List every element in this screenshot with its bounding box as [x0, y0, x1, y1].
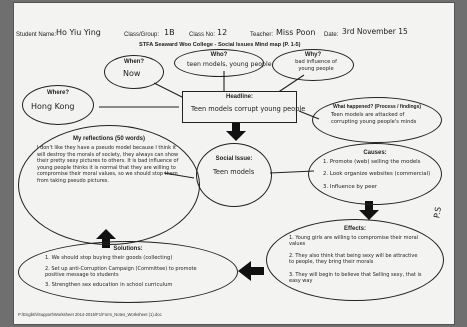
- causes-item-2: 2. Look organize websites (commercial): [323, 171, 431, 177]
- solutions-label: Solutions:: [113, 246, 143, 252]
- reflections-answer: I don't like they have a pseudo model be…: [37, 145, 179, 184]
- solutions-item-3: 3. Strengthen sex education in school cu…: [45, 282, 173, 288]
- worksheet-title: STFA Seaward Woo College - Social Issues…: [139, 42, 301, 48]
- solutions-item-1: 1. We should stop buying their goods (co…: [45, 255, 173, 261]
- headline-answer: Teen models corrupt young people: [191, 105, 306, 113]
- headline-label: Headline:: [225, 94, 253, 100]
- why-bubble: Why? bad influence of young people: [272, 49, 354, 81]
- reflections-label: My reflections (50 words): [72, 136, 146, 142]
- teacher-label: Teacher:: [250, 32, 274, 38]
- social-issue-label: Social Issue:: [215, 156, 253, 162]
- causes-label: Causes:: [363, 150, 387, 156]
- solutions-item-2: 2. Set up anti-Corruption Campaign (Comm…: [45, 266, 197, 278]
- why-label: Why?: [304, 52, 322, 58]
- social-issue-bubble: Social Issue: Teen models: [196, 143, 272, 207]
- causes-item-3: 3. Influence by peer: [323, 184, 377, 190]
- class-no-label: Class No:: [189, 32, 216, 38]
- worksheet-page: Student Name: Ho Yiu Ying Class/Group: 1…: [14, 3, 454, 324]
- where-bubble: Where? Hong Kong: [22, 85, 94, 125]
- effects-item-2: 2. They also think that being sexy will …: [289, 253, 418, 265]
- date-value: 3rd November 15: [342, 27, 408, 36]
- who-bubble: Who? teen models, young people: [174, 49, 272, 77]
- headline-box: Headline: Teen models corrupt young peop…: [182, 91, 305, 123]
- date-label: Date:: [324, 32, 339, 38]
- when-label: When?: [124, 59, 144, 65]
- what-happened-label: What happened? (Process / findings): [332, 104, 422, 110]
- causes-item-1: 1. Promote (web) selling the models: [323, 159, 421, 165]
- effects-item-1: 1. Young girls are willing to compromise…: [289, 235, 419, 247]
- footer-path: P:\English\Support\Worksheet 2014-2015\F…: [18, 312, 162, 317]
- margin-note: P.S: [432, 206, 444, 219]
- who-answer: teen models, young people: [187, 61, 272, 68]
- where-answer: Hong Kong: [31, 102, 75, 111]
- student-name: Ho Yiu Ying: [56, 28, 101, 37]
- student-name-label: Student Name:: [16, 32, 57, 38]
- solutions-bubble: Solutions: 1. We should stop buying thei…: [18, 241, 238, 303]
- class-value: 1B: [164, 28, 175, 37]
- where-label: Where?: [46, 90, 69, 96]
- when-bubble: When? Now: [104, 55, 164, 89]
- social-issue-answer: Teen models: [213, 168, 255, 176]
- what-happened-answer: Teen models are attacked of corrupting y…: [331, 112, 417, 126]
- why-answer: bad influence of young people: [295, 59, 337, 73]
- reflections-bubble: My reflections (50 words) I don't like t…: [18, 125, 200, 245]
- when-answer: Now: [123, 69, 141, 78]
- teacher-name: Miss Poon: [276, 28, 316, 37]
- effects-bubble: Effects: 1. Young girls are willing to c…: [266, 219, 444, 301]
- who-label: Who?: [210, 52, 228, 58]
- effects-label: Effects:: [343, 226, 366, 232]
- effects-item-3: 3. They will begin to believe that Selli…: [289, 272, 422, 284]
- class-label: Class/Group:: [124, 32, 160, 38]
- class-no: 12: [217, 28, 228, 37]
- what-happened-bubble: What happened? (Process / findings) Teen…: [312, 97, 442, 143]
- causes-bubble: Causes: 1. Promote (web) selling the mod…: [308, 143, 442, 205]
